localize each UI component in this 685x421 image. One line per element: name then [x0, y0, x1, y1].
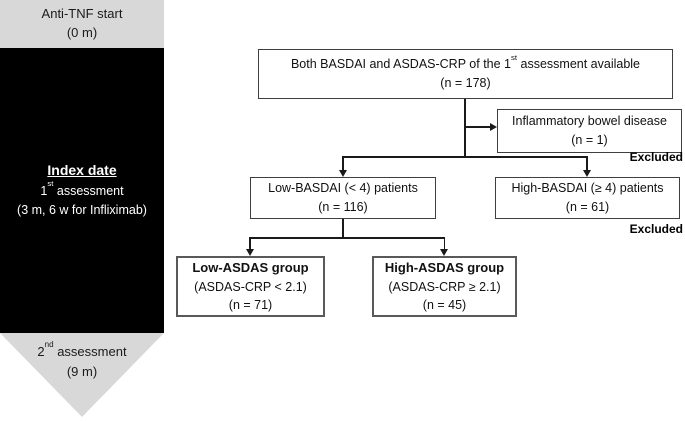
box-criteria: (ASDAS-CRP ≥ 2.1)	[388, 279, 501, 294]
timeline-index-box: Index date 1st assessment (3 m, 6 w for …	[0, 48, 164, 333]
ordinal-number: 1	[40, 184, 48, 199]
box-title: High-ASDAS group	[384, 260, 505, 275]
box-n-count: (n = 1)	[571, 133, 608, 147]
timeline-end-assessment: 2nd assessment	[0, 340, 164, 362]
connector-line	[586, 156, 588, 171]
connector-line	[443, 237, 446, 250]
box-title: Low-ASDAS group	[192, 260, 309, 275]
box-inflammatory-bowel-disease: Inflammatory bowel disease (n = 1)	[497, 109, 682, 153]
ordinal-suffix: st	[47, 179, 54, 189]
box-n-count: (n = 45)	[422, 298, 467, 313]
box-n-count: (n = 71)	[228, 298, 273, 313]
connector-line	[464, 99, 466, 157]
connector-arrowhead	[245, 249, 254, 256]
connector-line	[249, 237, 251, 250]
box-low-basdai: Low-BASDAI (< 4) patients (n = 116)	[250, 177, 436, 219]
connector-line	[342, 156, 344, 171]
timeline-start-box: Anti-TNF start (0 m)	[0, 0, 164, 48]
timeline-start-time: (0 m)	[66, 25, 98, 40]
excluded-label-ibd: Excluded	[629, 150, 683, 164]
connector-arrowhead	[338, 170, 347, 177]
timeline-index-title: Index date	[47, 162, 117, 179]
box-n-count: (n = 116)	[318, 200, 368, 214]
box-n-count: (n = 178)	[440, 76, 491, 91]
assessment-word: assessment	[53, 344, 127, 359]
timeline-index-time: (3 m, 6 w for Infliximab)	[17, 203, 147, 218]
box-criteria: (ASDAS-CRP < 2.1)	[194, 279, 307, 294]
timeline-end-time: (9 m)	[66, 363, 98, 379]
timeline-end-label: 2nd assessment (9 m)	[0, 340, 164, 381]
excluded-label-high-basdai: Excluded	[629, 222, 683, 236]
ordinal-number: 2	[37, 344, 45, 359]
box-n-count: (n = 61)	[565, 200, 610, 214]
box-high-basdai: High-BASDAI (≥ 4) patients (n = 61)	[495, 177, 680, 219]
box-text: assessment available	[517, 57, 641, 72]
box-line: Inflammatory bowel disease	[512, 114, 667, 129]
connector-line	[249, 237, 446, 239]
box-line: High-BASDAI (≥ 4) patients	[511, 181, 664, 196]
ordinal-suffix: st	[511, 52, 518, 62]
box-assessment-available: Both BASDAI and ASDAS-CRP of the 1st ass…	[258, 49, 673, 99]
assessment-word: assessment	[53, 184, 124, 199]
timeline-start-label: Anti-TNF start	[41, 6, 123, 22]
connector-arrowhead	[582, 170, 591, 177]
box-line: Both BASDAI and ASDAS-CRP of the 1st ass…	[290, 52, 641, 74]
box-line: Low-BASDAI (< 4) patients	[268, 181, 418, 196]
ordinal-suffix: nd	[44, 340, 54, 350]
box-high-asdas-group: High-ASDAS group (ASDAS-CRP ≥ 2.1) (n = …	[372, 256, 517, 317]
box-low-asdas-group: Low-ASDAS group (ASDAS-CRP < 2.1) (n = 7…	[176, 256, 325, 317]
connector-line	[465, 126, 490, 128]
box-text: Both BASDAI and ASDAS-CRP of the 1	[290, 57, 511, 72]
connector-line	[342, 156, 588, 158]
timeline-down-arrow	[0, 333, 164, 417]
connector-arrowhead	[440, 249, 448, 256]
connector-line	[342, 219, 344, 238]
connector-arrowhead	[490, 122, 497, 131]
timeline-index-assessment: 1st assessment	[40, 179, 124, 202]
